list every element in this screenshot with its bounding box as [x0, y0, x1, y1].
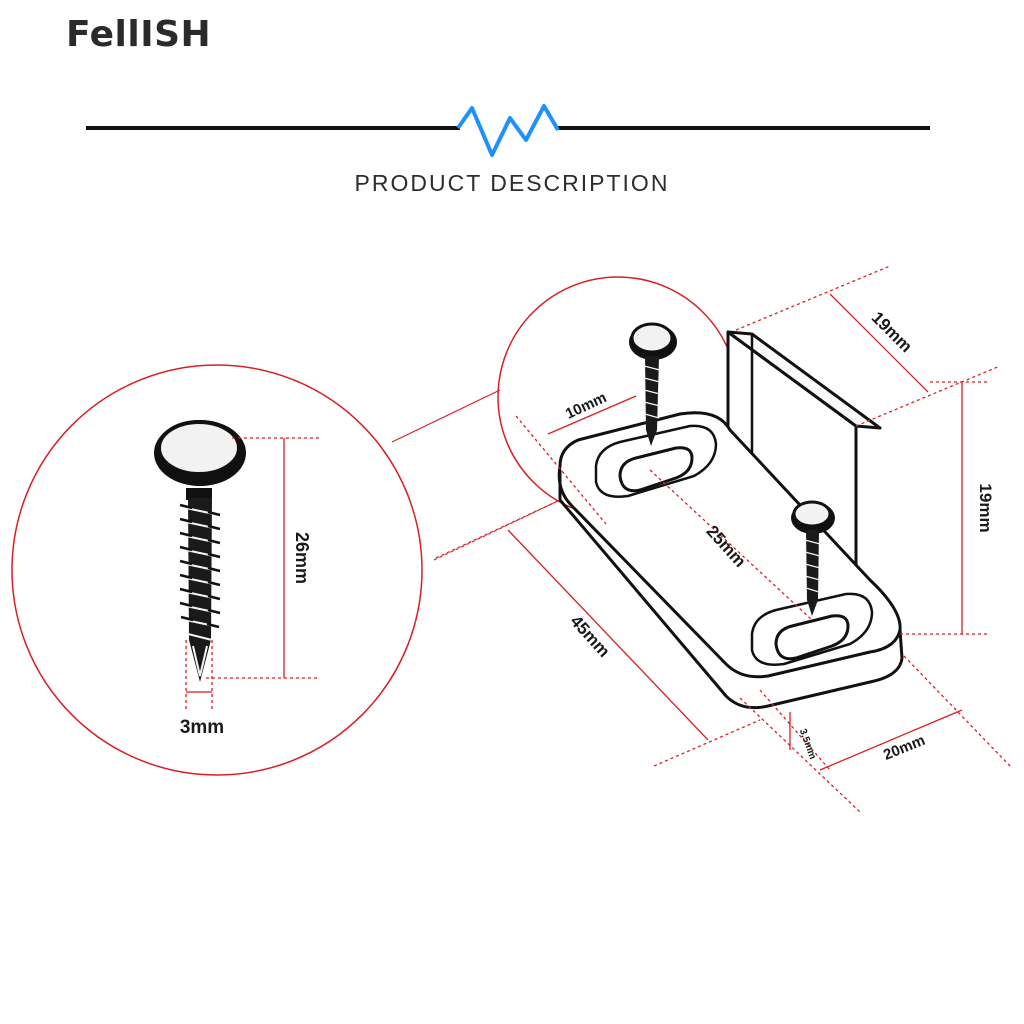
lower-screw-icon	[791, 500, 835, 616]
section-title: PRODUCT DESCRIPTION	[354, 170, 670, 196]
screw-diameter-label: 3mm	[180, 717, 224, 738]
bracket-dimension-guides	[435, 265, 1011, 813]
zigzag-divider-icon	[456, 104, 560, 157]
brand-logo: FellISH	[66, 14, 212, 55]
upright-height-label: 19mm	[976, 483, 995, 532]
screw-diameter-guide	[185, 640, 213, 712]
screw-icon	[154, 420, 246, 682]
floor-guide-bracket-icon	[557, 330, 904, 710]
upright-depth-label: 19mm	[868, 308, 916, 356]
divider	[86, 104, 930, 157]
base-length-label: 45mm	[567, 612, 614, 661]
screw-length-label: 26mm	[292, 532, 312, 584]
thickness-label: 3.5mm	[797, 727, 818, 761]
upper-screw-icon	[629, 322, 677, 446]
screw-zoom-circle	[11, 364, 423, 776]
base-width-label: 20mm	[881, 732, 928, 764]
screw-length-guide	[206, 437, 320, 679]
